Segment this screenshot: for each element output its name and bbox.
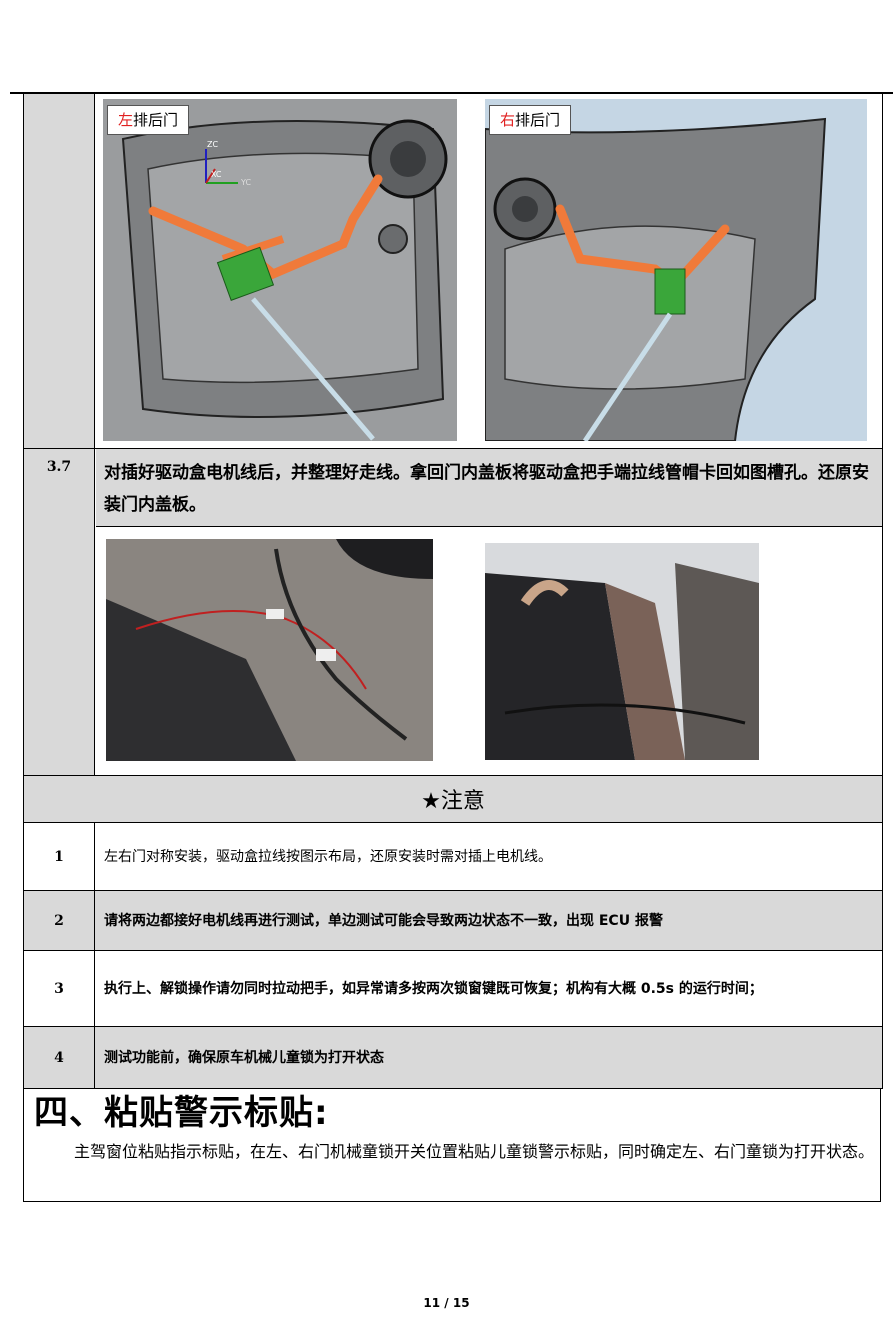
right-caption-rest: 排后门 bbox=[515, 111, 561, 129]
left-caption-mark: 左 bbox=[118, 111, 134, 129]
right-door-drawing bbox=[485, 99, 867, 441]
rule bbox=[24, 890, 882, 891]
rule bbox=[24, 775, 882, 776]
rule bbox=[96, 526, 882, 527]
note-text: 执行上、解锁操作请勿同时拉动把手，如异常请多按两次锁窗键既可恢复；机构有大概 0… bbox=[104, 980, 763, 997]
right-caption-mark: 右 bbox=[500, 111, 516, 129]
note-number: 2 bbox=[24, 891, 95, 950]
left-rear-door-diagram: ZC XC YC 左排后门 bbox=[103, 99, 457, 441]
section-body: 主驾窗位粘贴指示标贴，在左、右门机械童锁开关位置粘贴儿童锁警示标贴，同时确定左、… bbox=[74, 1142, 875, 1161]
door-panel-photo bbox=[485, 543, 759, 760]
note-row: 2 请将两边都接好电机线再进行测试，单边测试可能会导致两边状态不一致，出现 EC… bbox=[24, 891, 882, 950]
axis-label-z: ZC bbox=[207, 140, 218, 149]
diagram-row-content: ZC XC YC 左排后门 右排后门 bbox=[96, 94, 882, 449]
step-number: 3.7 bbox=[24, 449, 95, 775]
rule bbox=[24, 822, 882, 823]
right-rear-door-diagram: 右排后门 bbox=[485, 99, 867, 441]
right-door-caption: 右排后门 bbox=[489, 105, 572, 135]
rule bbox=[24, 950, 882, 951]
note-text: 请将两边都接好电机线再进行测试，单边测试可能会导致两边状态不一致，出现 ECU … bbox=[104, 912, 663, 929]
section-title: 四、粘贴警示标贴: bbox=[34, 1093, 329, 1133]
door-panel-drawing bbox=[485, 543, 759, 760]
note-text: 测试功能前，确保原车机械儿童锁为打开状态 bbox=[104, 1049, 384, 1066]
axis-label-x: XC bbox=[211, 170, 222, 179]
instruction-table: ZC XC YC 左排后门 右排后门 bbox=[23, 94, 883, 1089]
notes-heading-row: ★注意 bbox=[24, 776, 882, 822]
step-text-cell: 对插好驱动盒电机线后，并整理好走线。拿回门内盖板将驱动盒把手端拉线管帽卡回如图槽… bbox=[96, 449, 882, 526]
note-row: 4 测试功能前，确保原车机械儿童锁为打开状态 bbox=[24, 1027, 882, 1088]
notes-heading: ★注意 bbox=[421, 789, 485, 814]
note-row: 1 左右门对称安装，驱动盒拉线按图示布局，还原安装时需对插上电机线。 bbox=[24, 823, 882, 890]
step-text: 对插好驱动盒电机线后，并整理好走线。拿回门内盖板将驱动盒把手端拉线管帽卡回如图槽… bbox=[104, 463, 869, 515]
note-text: 左右门对称安装，驱动盒拉线按图示布局，还原安装时需对插上电机线。 bbox=[104, 848, 552, 865]
rule bbox=[24, 1088, 882, 1089]
page-number: 11 / 15 bbox=[423, 1296, 470, 1310]
header-rule bbox=[10, 92, 893, 94]
note-number: 1 bbox=[24, 823, 95, 890]
rule bbox=[24, 1026, 882, 1027]
step-content: 对插好驱动盒电机线后，并整理好走线。拿回门内盖板将驱动盒把手端拉线管帽卡回如图槽… bbox=[96, 449, 882, 775]
rule bbox=[24, 448, 882, 449]
motor-cable-drawing bbox=[106, 539, 433, 761]
motor-cable-photo bbox=[106, 539, 433, 761]
left-caption-rest: 排后门 bbox=[133, 111, 179, 129]
section-four: 四、粘贴警示标贴: 主驾窗位粘贴指示标贴，在左、右门机械童锁开关位置粘贴儿童锁警… bbox=[23, 1089, 881, 1202]
left-door-caption: 左排后门 bbox=[107, 105, 190, 135]
step-row: 3.7 对插好驱动盒电机线后，并整理好走线。拿回门内盖板将驱动盒把手端拉线管帽卡… bbox=[24, 449, 882, 775]
note-row: 3 执行上、解锁操作请勿同时拉动把手，如异常请多按两次锁窗键既可恢复；机构有大概… bbox=[24, 951, 882, 1026]
diagram-row-index bbox=[24, 94, 95, 449]
axis-label-y: YC bbox=[240, 178, 251, 187]
left-door-drawing: ZC XC YC bbox=[103, 99, 457, 441]
note-number: 3 bbox=[24, 951, 95, 1026]
diagram-row: ZC XC YC 左排后门 右排后门 bbox=[24, 94, 882, 449]
note-number: 4 bbox=[24, 1027, 95, 1088]
